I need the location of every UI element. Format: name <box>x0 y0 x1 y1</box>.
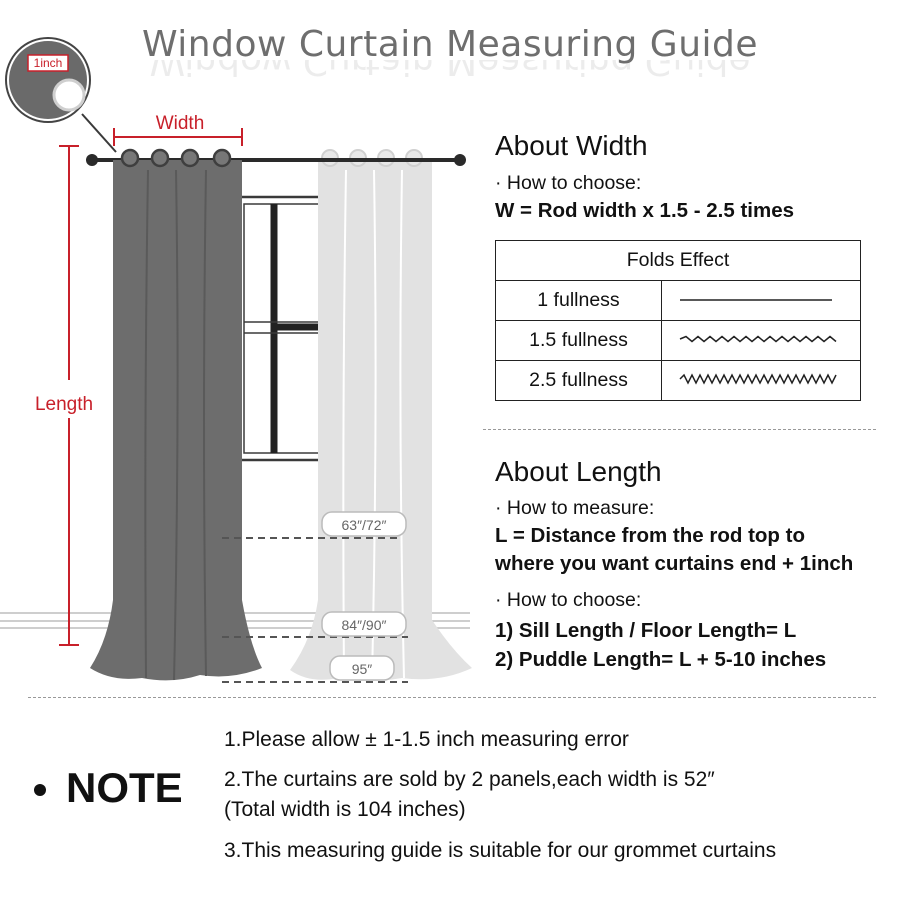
length-label: Length <box>35 394 93 415</box>
table-row: 1 fullness <box>495 280 861 321</box>
fold-effect-straight <box>661 280 861 321</box>
page-title: Window Curtain Measuring Guide <box>141 24 759 65</box>
about-width-sub: · How to choose: <box>495 172 642 194</box>
note-title: NOTE <box>66 764 183 811</box>
about-width-heading: About Width <box>495 130 648 161</box>
table-header: Folds Effect <box>495 240 861 281</box>
fullness-label: 1.5 fullness <box>495 320 662 361</box>
fullness-label: 2.5 fullness <box>495 360 662 401</box>
grommet-label: 1inch <box>34 56 63 70</box>
width-dimension <box>113 128 243 146</box>
marker-84-90: 84″/90″ <box>342 617 387 633</box>
tight-wave-icon <box>679 373 837 385</box>
note-divider <box>28 697 876 698</box>
length-formula-line-2: where you want curtains end + 1inch <box>495 552 854 575</box>
fold-effect-tight <box>661 360 861 401</box>
note-item: 3.This measuring guide is suitable for o… <box>224 839 777 862</box>
folds-effect-table: Folds Effect 1 fullness 1.5 fullness 2.5… <box>495 240 861 401</box>
about-length-measure-sub: · How to measure: <box>495 497 655 519</box>
note-bullet-icon <box>34 784 46 796</box>
length-choice-1: 1) Sill Length / Floor Length= L <box>495 619 797 642</box>
straight-line-icon <box>680 299 832 301</box>
about-length-choose-sub: · How to choose: <box>495 589 642 611</box>
table-header-row: Folds Effect <box>495 240 861 281</box>
length-formula-line-1: L = Distance from the rod top to <box>495 524 805 547</box>
length-dimension <box>59 145 79 646</box>
marker-63-72: 63″/72″ <box>342 517 387 533</box>
fullness-label: 1 fullness <box>495 280 662 321</box>
table-row: 2.5 fullness <box>495 360 861 401</box>
grommet-callout: 1inch <box>5 37 117 153</box>
marker-95: 95″ <box>352 661 373 677</box>
fold-effect-loose <box>661 320 861 361</box>
note-item: 1.Please allow ± 1-1.5 inch measuring er… <box>224 728 629 751</box>
curtain-left-dark <box>90 148 262 681</box>
note-item: (Total width is 104 inches) <box>224 798 466 821</box>
curtain-illustration: 1inch Width Length 63″/72″ 84″/90″ 95″ <box>0 37 472 683</box>
width-formula: W = Rod width x 1.5 - 2.5 times <box>495 199 795 222</box>
length-choice-2: 2) Puddle Length= L + 5-10 inches <box>495 648 827 671</box>
curtain-right-light <box>290 149 472 681</box>
section-divider <box>483 429 876 430</box>
note-item: 2.The curtains are sold by 2 panels,each… <box>224 768 715 791</box>
length-markers: 63″/72″ 84″/90″ 95″ <box>222 511 408 683</box>
about-length-heading: About Length <box>495 456 662 487</box>
table-row: 1.5 fullness <box>495 320 861 361</box>
width-label: Width <box>156 113 205 134</box>
loose-wave-icon <box>679 335 837 343</box>
